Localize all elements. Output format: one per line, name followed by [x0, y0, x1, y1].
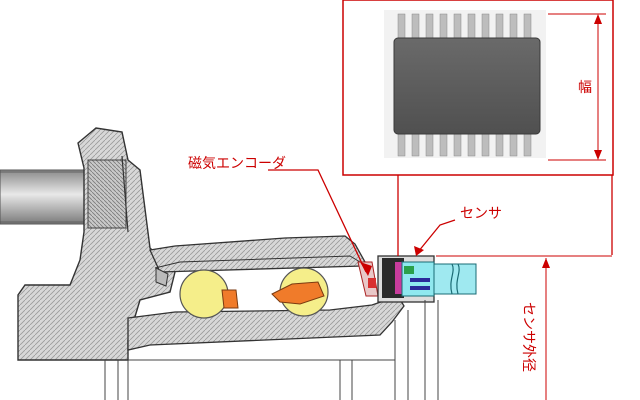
encoder-arrowhead: [360, 262, 372, 276]
inner-seal: [155, 267, 169, 287]
sensor-assembly: [377, 255, 435, 303]
ic-chip-body: [393, 37, 541, 135]
callout-lines: [268, 169, 613, 273]
chip-inset-box: 幅: [342, 0, 614, 176]
sensor-arrowhead: [414, 246, 424, 256]
cage-right: [271, 281, 325, 305]
sensor-cable: [433, 263, 477, 295]
cage-left: [221, 289, 239, 309]
sensor-outer-diameter-label: センサ外径: [520, 302, 536, 372]
bearing-inner-ring: [127, 295, 405, 351]
width-label: 幅: [578, 80, 592, 96]
chip-top-pins: [397, 13, 532, 41]
encoder-label: 磁気エンコーダ: [188, 156, 286, 172]
ball-left: [179, 269, 229, 319]
drive-shaft: [0, 169, 96, 225]
sensor-diameter-dimension: [436, 255, 612, 400]
bearing-outer-ring: [149, 235, 366, 273]
sensor-label: センサ: [460, 206, 502, 222]
hub-knuckle: [17, 127, 176, 361]
lower-housing-lines: [104, 300, 439, 400]
